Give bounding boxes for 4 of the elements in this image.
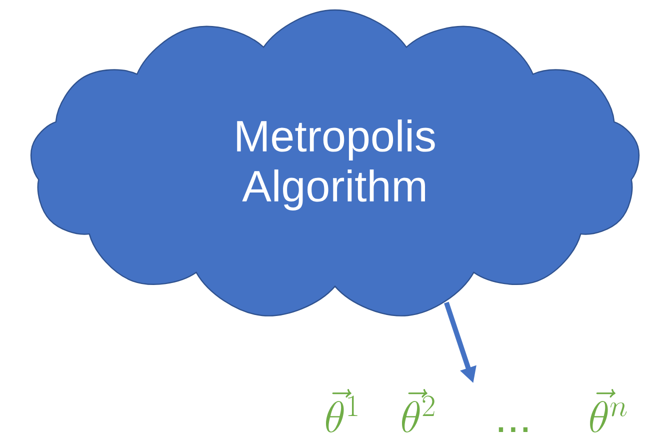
ellipsis-label: ... (498, 427, 528, 432)
math-label: $\vec{\theta}^{2}$ (402, 389, 434, 432)
math-label: $\vec{\theta}^{n}$ (590, 389, 627, 432)
math-label: $\vec{\theta}^{1}$ (326, 389, 358, 432)
